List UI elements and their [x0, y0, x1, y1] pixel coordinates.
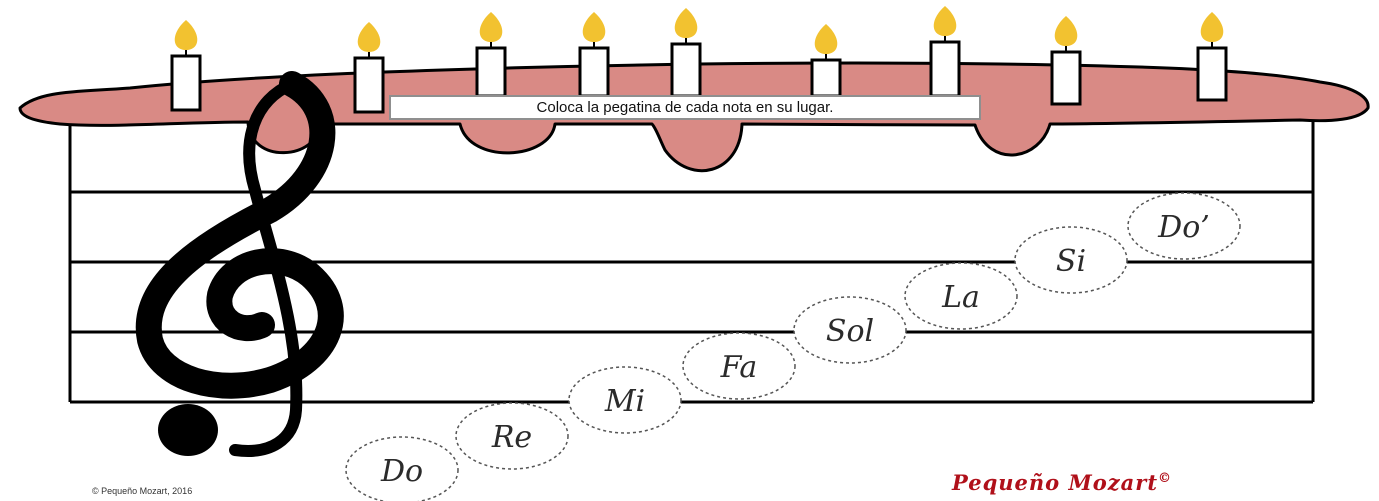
note-label: Mi [604, 384, 645, 419]
flame-icon [1054, 16, 1078, 46]
candle-icon [353, 22, 385, 114]
note-circle [455, 402, 569, 470]
candle-icon [578, 12, 610, 98]
candles [170, 6, 1228, 114]
note-6: La [904, 262, 1018, 330]
note-circle [904, 262, 1018, 330]
candle-icon [170, 20, 202, 112]
note-label: Sol [826, 314, 874, 349]
candle-icon [1196, 12, 1228, 102]
note-circle [1127, 192, 1241, 260]
flame-icon [933, 6, 957, 36]
note-3: Mi [568, 366, 682, 434]
note-label: Do [380, 454, 423, 489]
note-circle [345, 436, 459, 501]
brand-logo: Pequeño Mozart© [952, 470, 1172, 495]
note-4: Fa [682, 332, 796, 400]
note-1: Do [345, 436, 459, 501]
candle-icon [929, 6, 961, 98]
flame-icon [1200, 12, 1224, 42]
flame-icon [582, 12, 606, 42]
note-circle [682, 332, 796, 400]
note-label: Re [491, 420, 532, 455]
note-circles: Do Re Mi Fa Sol La Si Do’ [345, 192, 1241, 501]
copyright-text: © Pequeño Mozart, 2016 [92, 486, 193, 496]
note-circle [568, 366, 682, 434]
candle-icon [1050, 16, 1082, 106]
note-label: Do’ [1157, 210, 1210, 245]
brand-name: Pequeño Mozart [952, 470, 1159, 495]
note-label: Si [1056, 244, 1086, 279]
flame-icon [357, 22, 381, 52]
candle-icon [810, 24, 842, 98]
brand-copyright-mark: © [1158, 471, 1173, 486]
flame-icon [674, 8, 698, 38]
treble-clef-icon [135, 71, 344, 457]
flame-icon [479, 12, 503, 42]
note-circle [793, 296, 907, 364]
note-7: Si [1014, 226, 1128, 294]
note-5: Sol [793, 296, 907, 364]
note-circle [1014, 226, 1128, 294]
flame-icon [814, 24, 838, 54]
flame-icon [174, 20, 198, 50]
note-2: Re [455, 402, 569, 470]
note-8: Do’ [1127, 192, 1241, 260]
instruction-banner: Coloca la pegatina de cada nota en su lu… [389, 95, 981, 120]
candle-icon [670, 8, 702, 98]
note-label: Fa [720, 350, 758, 385]
candle-icon [475, 12, 507, 98]
note-label: La [941, 280, 980, 315]
